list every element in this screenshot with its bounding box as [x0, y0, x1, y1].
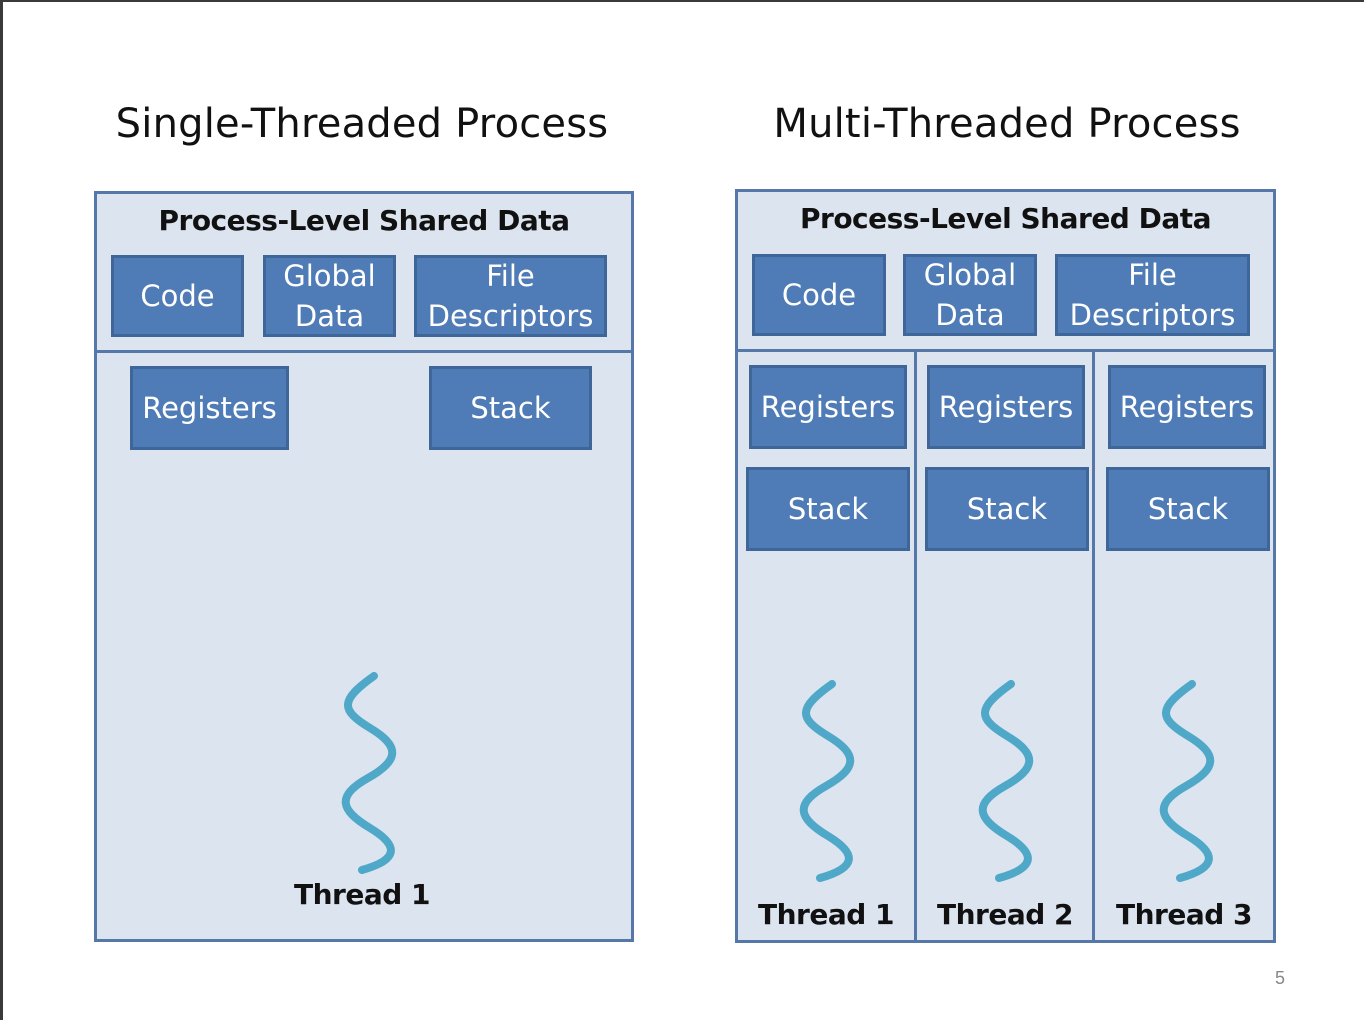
single-file-descriptors-box: File Descriptors	[414, 255, 607, 337]
thread-1-label: Thread 1	[758, 898, 895, 931]
thread-squiggle-icon	[799, 680, 855, 882]
single-global-data-box: Global Data	[263, 255, 396, 337]
single-threaded-title: Single-Threaded Process	[115, 101, 609, 147]
thread-1-registers-box: Registers	[749, 365, 907, 449]
single-code-box: Code	[111, 255, 244, 337]
thread-divider-2	[1092, 349, 1095, 940]
multi-shared-data-header: Process-Level Shared Data	[799, 202, 1212, 235]
multi-global-data-box: Global Data	[903, 254, 1037, 336]
thread-squiggle-icon	[1159, 680, 1215, 882]
thread-1-stack-box: Stack	[746, 467, 910, 551]
multi-threaded-title: Multi-Threaded Process	[773, 101, 1241, 147]
thread-squiggle-icon	[341, 672, 397, 874]
slide-frame-left	[0, 0, 3, 1020]
multi-code-box: Code	[752, 254, 886, 336]
multi-file-descriptors-box: File Descriptors	[1055, 254, 1250, 336]
single-stack-box: Stack	[429, 366, 592, 450]
single-shared-data-header: Process-Level Shared Data	[158, 204, 570, 237]
thread-3-label: Thread 3	[1116, 898, 1253, 931]
thread-3-registers-box: Registers	[1108, 365, 1266, 449]
thread-3-stack-box: Stack	[1106, 467, 1270, 551]
thread-2-label: Thread 2	[937, 898, 1074, 931]
thread-2-registers-box: Registers	[927, 365, 1085, 449]
single-shared-divider	[97, 350, 631, 353]
multi-shared-divider	[738, 349, 1273, 352]
slide-frame-top	[0, 0, 1364, 2]
thread-2-stack-box: Stack	[925, 467, 1089, 551]
thread-squiggle-icon	[978, 680, 1034, 882]
single-thread-label: Thread 1	[294, 878, 431, 911]
thread-divider-1	[914, 349, 917, 940]
multi-threaded-process-box: Process-Level Shared Data Code Global Da…	[735, 189, 1276, 943]
single-registers-box: Registers	[130, 366, 289, 450]
page-number: 5	[1274, 968, 1285, 988]
single-threaded-process-box: Process-Level Shared Data Code Global Da…	[94, 191, 634, 942]
